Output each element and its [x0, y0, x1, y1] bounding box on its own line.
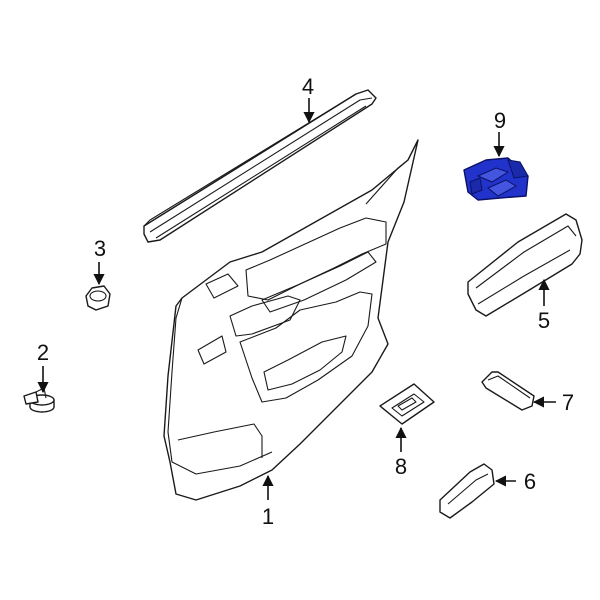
- callout-3: 3: [94, 236, 106, 261]
- window-switch[interactable]: [463, 157, 529, 201]
- callout-8: 8: [395, 454, 407, 479]
- switch-bezel[interactable]: [379, 383, 435, 425]
- push-pin-clip[interactable]: [23, 387, 55, 413]
- pull-handle-cover[interactable]: [439, 463, 495, 519]
- callout-5: 5: [538, 308, 550, 333]
- callout-1: 1: [262, 504, 274, 529]
- door-trim-panel[interactable]: [163, 139, 419, 501]
- callout-7: 7: [562, 390, 574, 415]
- callout-2: 2: [37, 340, 49, 365]
- callout-9: 9: [494, 108, 506, 133]
- callout-6: 6: [524, 469, 536, 494]
- retainer-nut[interactable]: [85, 285, 111, 311]
- leader-lines: [37, 98, 556, 500]
- belt-weatherstrip[interactable]: [143, 89, 377, 243]
- trim-cover[interactable]: [481, 371, 535, 411]
- armrest-pad[interactable]: [467, 213, 583, 317]
- callout-4: 4: [302, 74, 314, 99]
